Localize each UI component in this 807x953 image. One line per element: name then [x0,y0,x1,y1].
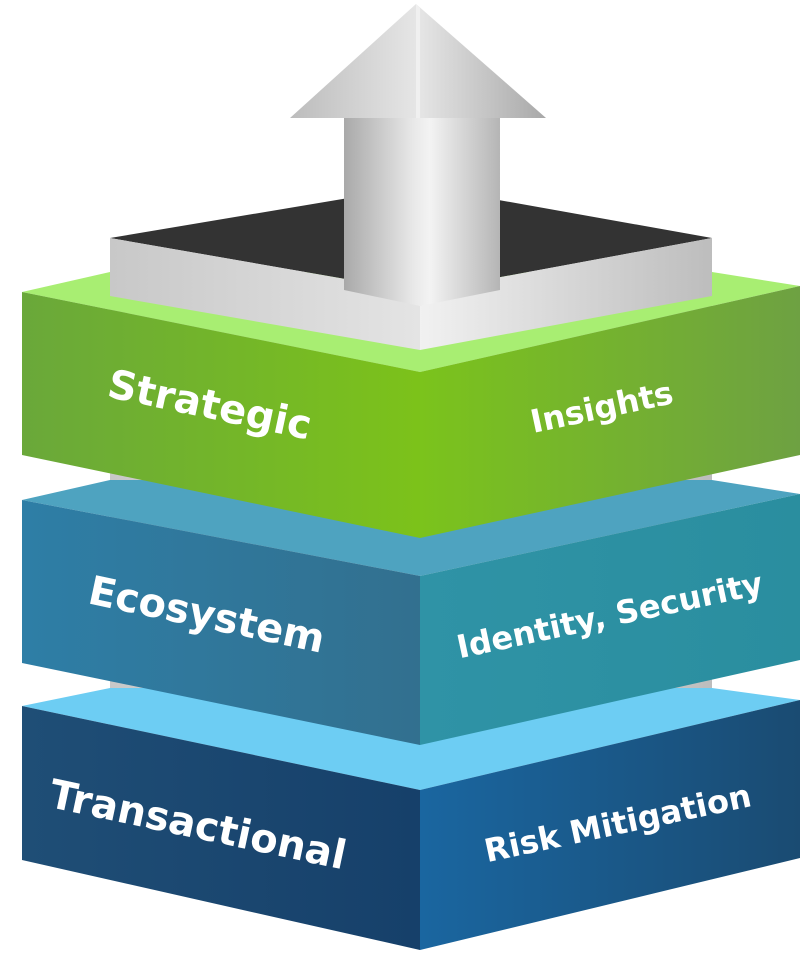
tier-strategic-right-face [420,286,800,538]
tier-transactional: Transactional Risk Mitigation [22,688,800,950]
tier-transactional-left-face [22,706,420,950]
up-arrow-icon [290,4,546,306]
pillar-rim-right [420,238,712,350]
tier-transactional-right-face [420,700,800,950]
tier-ecosystem-right-face [420,494,800,745]
pillar-rim-left [110,238,420,350]
tier-ecosystem-left-face [22,500,420,745]
tier-strategic-left-face [22,292,420,538]
arrow-shaft [344,118,500,306]
